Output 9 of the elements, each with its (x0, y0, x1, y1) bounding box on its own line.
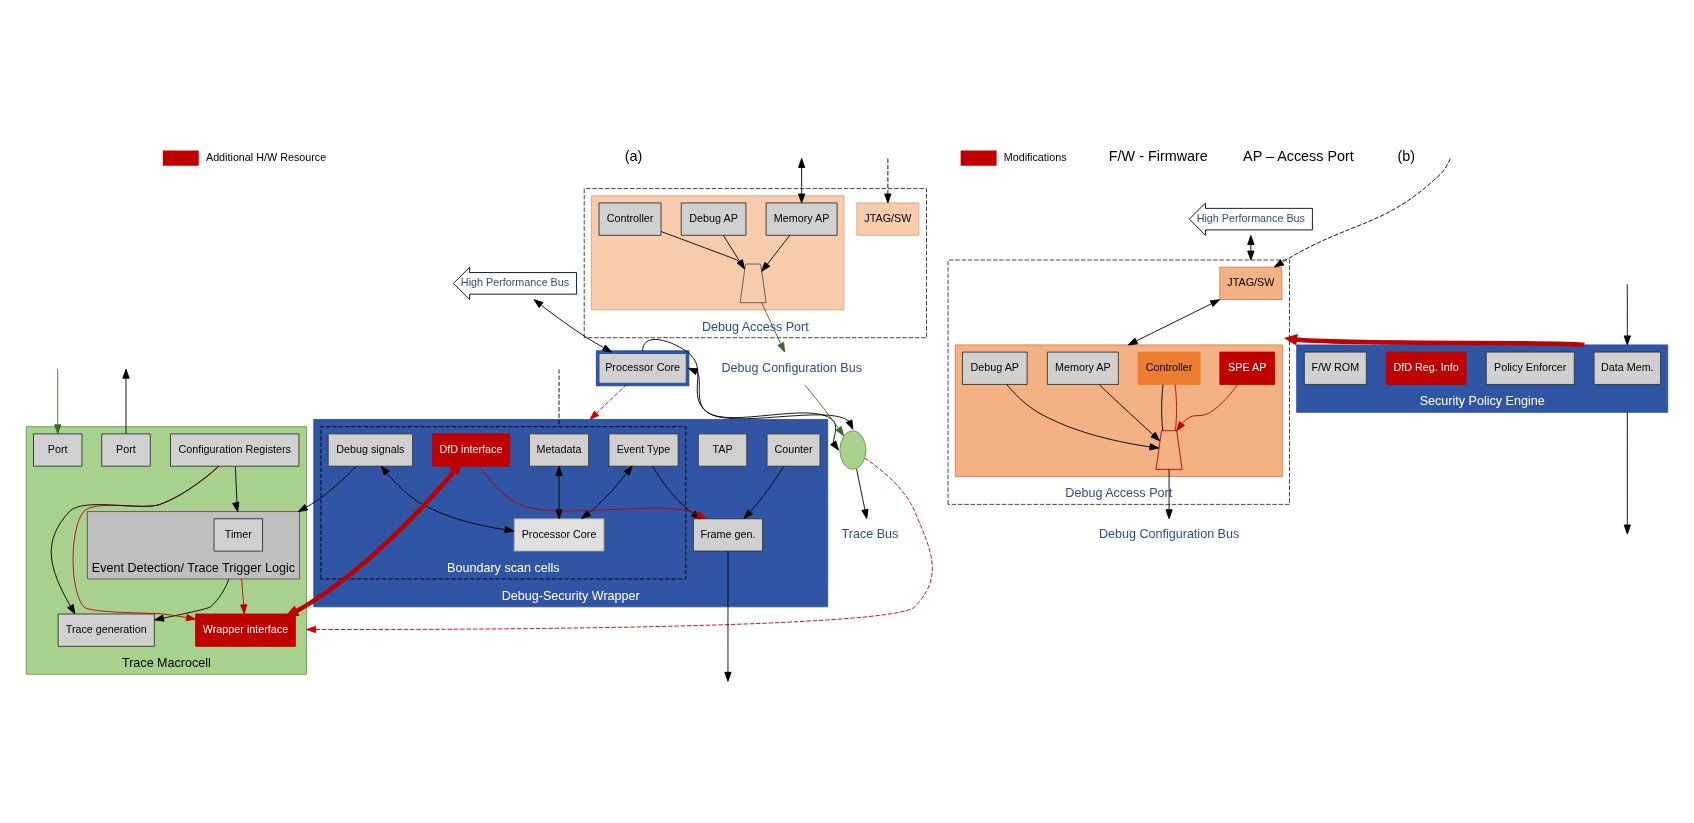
node-text: Debug Configuration Bus (1098, 527, 1240, 542)
label: F/W - Firmware (1108, 148, 1208, 164)
legend-label: Additional H/W Resource (205, 150, 327, 163)
node-text: Debug Configuration Bus (721, 360, 862, 375)
label: (b) (1397, 148, 1416, 164)
label: (a) (624, 148, 643, 164)
legend-label: Modifications (1003, 150, 1067, 163)
label: AP – Access Port (1243, 148, 1354, 164)
node-text: Trace Bus (841, 527, 899, 542)
